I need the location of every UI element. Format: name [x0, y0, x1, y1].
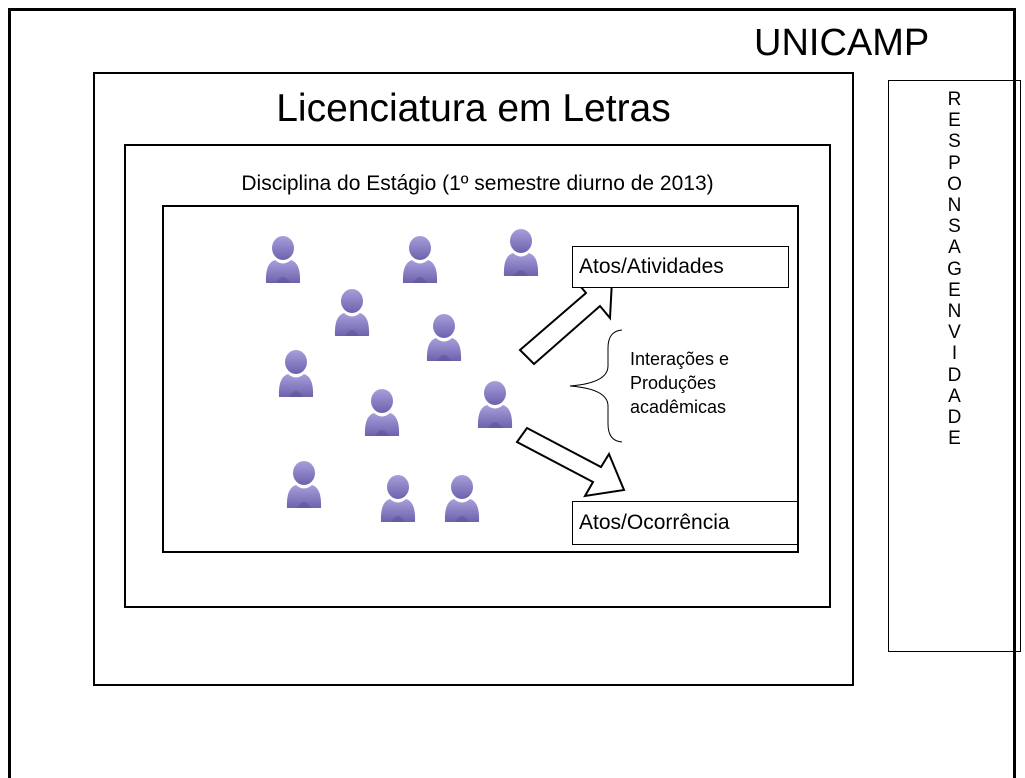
responsibility-letter: E	[948, 110, 961, 132]
person-icon	[402, 236, 438, 283]
interactions-line: Interações e	[630, 349, 730, 369]
responsibility-letter: N	[947, 195, 962, 217]
responsibility-letter: E	[948, 428, 961, 450]
course-box	[93, 72, 854, 686]
arrow-up-icon	[518, 278, 614, 366]
person-icon	[503, 229, 539, 276]
person-icon	[364, 389, 400, 436]
person-icon	[477, 381, 513, 428]
responsibility-letter: R	[947, 89, 962, 110]
person-icon	[444, 475, 480, 522]
interactions-line: acadêmicas	[630, 397, 727, 417]
arrow-down-icon	[515, 426, 626, 498]
interactions-text: Interações e Produções acadêmicas	[630, 347, 729, 419]
occurrence-label: Atos/Ocorrência	[572, 501, 798, 545]
person-icon	[265, 236, 301, 283]
classroom-box	[162, 205, 799, 553]
responsibility-letter: A	[948, 237, 961, 259]
interactions-line: Produções	[630, 373, 717, 393]
responsibility-letter: E	[948, 279, 961, 301]
responsibility-letter: O	[947, 173, 962, 195]
activities-label: Atos/Atividades	[572, 246, 789, 288]
person-icon	[380, 475, 416, 522]
responsibility-letter: G	[947, 258, 962, 280]
person-icon	[286, 461, 322, 508]
responsibility-letter: V	[948, 322, 961, 344]
person-icon	[334, 289, 370, 336]
person-icon	[278, 350, 314, 397]
responsibility-letter: S	[948, 216, 961, 238]
responsibility-letter: A	[948, 385, 961, 407]
responsibility-letter: D	[947, 364, 962, 386]
responsibility-letter: S	[948, 131, 961, 153]
responsibility-letter: N	[947, 301, 962, 323]
responsibility-letter: D	[947, 407, 962, 429]
person-icon	[426, 314, 462, 361]
people-group	[265, 229, 539, 522]
responsibility-letter: I	[951, 343, 958, 365]
course-title: Licenciatura em Letras	[276, 87, 671, 130]
brace-icon	[569, 329, 623, 443]
institution-label: UNICAMP	[754, 22, 930, 64]
discipline-label: Disciplina do Estágio (1º semestre diurn…	[241, 172, 714, 195]
responsibility-letter: P	[948, 152, 961, 174]
discipline-box	[124, 144, 831, 608]
outer-frame	[8, 8, 1016, 778]
